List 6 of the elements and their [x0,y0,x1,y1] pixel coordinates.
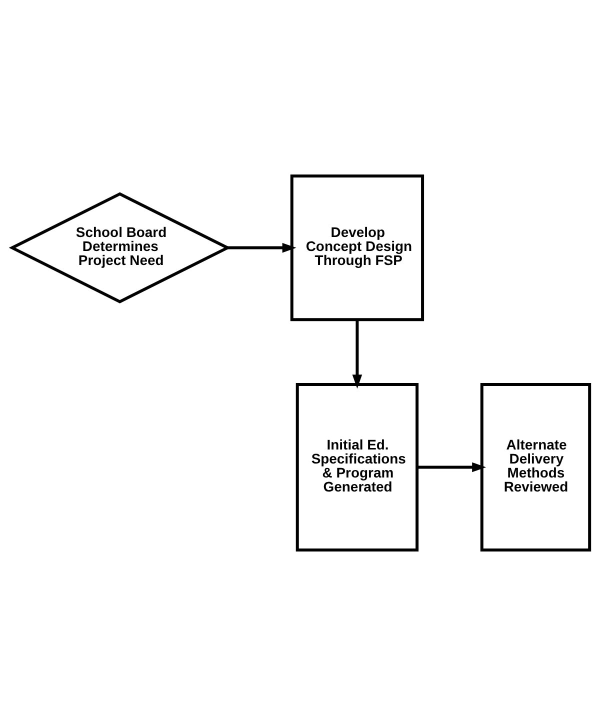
node-box: Initial Ed. Specifications & Program Generated [296,382,419,552]
arrow [227,242,296,253]
node-box: Alternate Delivery Methods Reviewed [480,382,592,552]
arrow [417,462,486,472]
node-box: Develop Concept Design Through FSP [290,174,424,322]
arrow [352,320,362,389]
